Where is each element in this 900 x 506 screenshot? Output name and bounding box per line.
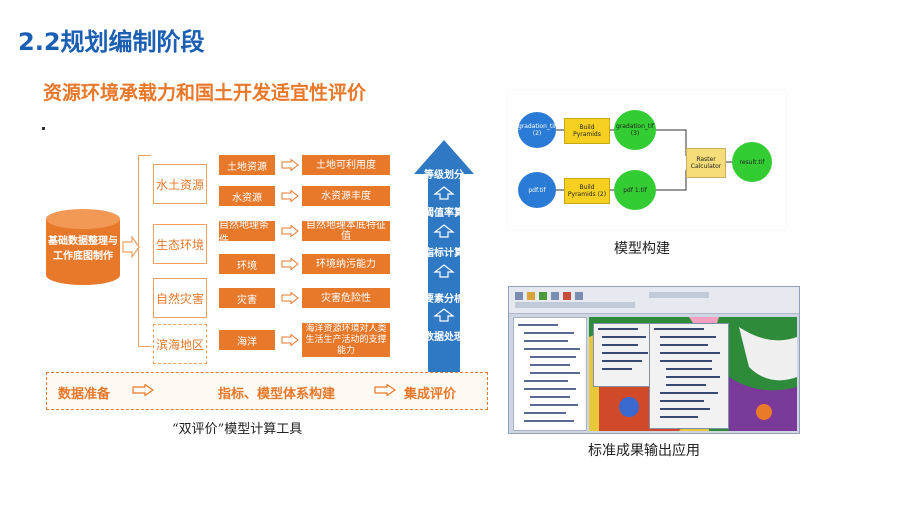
toc-tree-lines bbox=[518, 324, 580, 422]
model-node: Build Pyramids bbox=[564, 118, 610, 144]
result-water-abundance: 水资源丰度 bbox=[302, 186, 390, 206]
category-water-land: 水土资源 bbox=[153, 164, 207, 204]
model-builder-diagram: gradation_tif (2) Build Pyramids gradati… bbox=[508, 90, 786, 230]
indicator-ocean: 海洋 bbox=[219, 330, 275, 350]
model-node: gradation_tif (2) bbox=[518, 112, 556, 148]
indicator-arrow bbox=[281, 190, 299, 202]
workflow-step-data-processing: 数据处理 bbox=[424, 332, 464, 343]
category-disaster: 自然灾害 bbox=[153, 278, 207, 318]
workflow-step-threshold: 阈值率算 bbox=[424, 208, 464, 219]
indicator-water: 水资源 bbox=[219, 186, 275, 206]
result-pollution-capacity: 环境纳污能力 bbox=[302, 254, 390, 274]
dialog-lines bbox=[654, 328, 720, 418]
table-of-contents-pane bbox=[513, 317, 587, 431]
result-hazard-risk: 灾害危险性 bbox=[302, 288, 390, 308]
workflow-step-grading: 等级划分 bbox=[424, 170, 464, 181]
page-subtitle: 资源环境承载力和国土开发适宜性评价 bbox=[43, 82, 367, 104]
stage-integrated-eval: 集成评价 bbox=[404, 387, 457, 402]
indicator-land: 土地资源 bbox=[219, 155, 275, 175]
indicator-arrow bbox=[281, 258, 299, 270]
indicator-arrow bbox=[281, 225, 299, 237]
result-ocean-support: 海洋资源环境对人类生活生产活动的支撑能力 bbox=[302, 323, 390, 357]
up-arrow-icon bbox=[433, 308, 455, 322]
workflow-step-element-analysis: 要素分析 bbox=[424, 294, 464, 305]
database-to-categories-arrow bbox=[122, 236, 140, 258]
model-node: gradation_tif (3) bbox=[614, 110, 656, 150]
workflow-up-arrow bbox=[414, 140, 474, 400]
indicator-hazard: 灾害 bbox=[219, 288, 275, 308]
model-node: Build Pyramids (2) bbox=[564, 178, 610, 204]
app-toolbar bbox=[509, 287, 799, 314]
indicator-arrow bbox=[281, 334, 299, 346]
database-label-line: 工作底图制作 bbox=[53, 251, 113, 262]
dialog-lines bbox=[598, 328, 648, 370]
up-arrow-icon bbox=[433, 264, 455, 278]
caption-output-application: 标准成果输出应用 bbox=[588, 443, 700, 459]
category-bracket bbox=[138, 155, 151, 347]
stage-bar bbox=[46, 372, 488, 410]
stage-data-prep: 数据准备 bbox=[58, 387, 111, 402]
database-label-line: 基础数据整理与 bbox=[48, 236, 118, 247]
model-node: pdf.tif bbox=[518, 172, 556, 208]
indicator-arrow bbox=[281, 292, 299, 304]
indicator-arrow bbox=[281, 159, 299, 171]
category-coastal: 滨海地区 bbox=[153, 324, 207, 364]
software-output-screenshot bbox=[508, 286, 800, 434]
database-cylinder-bottom bbox=[46, 265, 120, 285]
stage-arrow-icon bbox=[374, 384, 396, 396]
page-title: 2.2规划编制阶段 bbox=[18, 28, 205, 56]
caption-model-build: 模型构建 bbox=[614, 241, 670, 257]
category-ecology: 生态环境 bbox=[153, 224, 207, 264]
result-land-usability: 土地可利用度 bbox=[302, 155, 390, 175]
result-geography-value: 自然地理本底特征值 bbox=[302, 220, 390, 242]
database-label: 基础数据整理与 工作底图制作 bbox=[48, 234, 118, 264]
attribute-dialog bbox=[649, 323, 729, 429]
stage-model-build: 指标、模型体系构建 bbox=[218, 387, 336, 402]
stage-arrow-icon bbox=[132, 384, 154, 396]
toolbar-icons bbox=[515, 292, 709, 308]
model-node: pdf 1.tif bbox=[614, 170, 656, 210]
database-cylinder-top bbox=[46, 209, 120, 229]
indicator-environment: 环境 bbox=[219, 254, 275, 274]
up-arrow-icon bbox=[433, 224, 455, 238]
model-node: Raster Calculator bbox=[686, 148, 726, 178]
workflow-step-indicator-calc: 指标计算 bbox=[424, 248, 464, 259]
bullet-mark bbox=[42, 127, 45, 130]
model-node: result.tif bbox=[732, 142, 772, 182]
up-arrow-icon bbox=[433, 186, 455, 200]
caption-evaluation-tool: “双评价”模型计算工具 bbox=[172, 422, 303, 437]
indicator-geography: 自然地理条件 bbox=[219, 220, 275, 246]
layer-dialog bbox=[593, 323, 655, 387]
